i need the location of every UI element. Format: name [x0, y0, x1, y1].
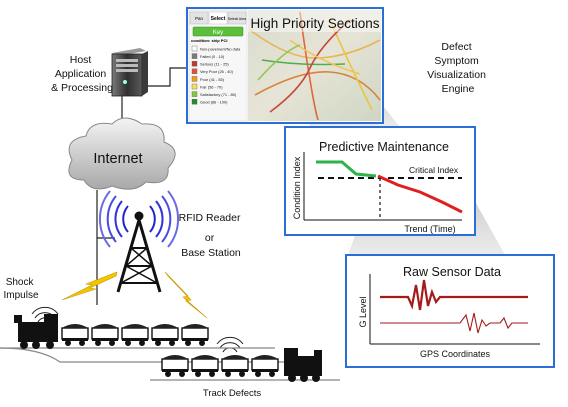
lower-train [150, 348, 340, 382]
upper-train [0, 314, 300, 363]
rfid-label: RFID Reader or Base Station [179, 212, 244, 259]
rfid-tower [116, 211, 162, 293]
key-button-label: Key [213, 30, 223, 36]
shock-label: Shock Impulse [3, 277, 38, 301]
condition-trend-good [316, 160, 377, 178]
locomotive-upper [14, 314, 58, 349]
map-roads [249, 11, 381, 121]
legend-swatch [191, 61, 198, 67]
tab-select-area[interactable] [227, 11, 247, 25]
legend-swatch [191, 83, 198, 90]
legend-item-label: Very Poor (26 - 40) [200, 69, 234, 74]
legend-item-label: Failed (0 - 10) [200, 54, 225, 59]
legend-heading: condition: ship PCI [191, 38, 227, 43]
legend-item-label: Poor (41 - 55) [200, 77, 225, 82]
legend-item-label: Good (86 - 100) [200, 100, 228, 105]
legend-swatch [191, 45, 198, 52]
map-panel-title: High Priority Sections [250, 16, 379, 31]
raw-sensor-panel: Raw Sensor Data G Level GPS Coordinates [345, 254, 555, 368]
legend-item-label: Satisfactory (71 - 85) [200, 92, 237, 97]
legend-item-label: Non-pavement/No data [200, 46, 241, 51]
raw-signal-lower [380, 312, 528, 334]
legend-swatch [191, 68, 198, 75]
host-server [111, 48, 148, 97]
predictive-xlabel: Trend (Time) [404, 224, 455, 234]
legend-swatch [191, 53, 198, 59]
internet-cloud [68, 117, 176, 190]
critical-index-label: Critical Index [409, 165, 459, 175]
condition-trend-predicted [377, 174, 463, 214]
raw-xlabel: GPS Coordinates [420, 349, 491, 359]
raw-title: Raw Sensor Data [403, 265, 501, 279]
engine-label: Defect Symptom Visualization Engine [427, 41, 489, 95]
raw-ylabel: G Level [358, 296, 368, 327]
legend-swatch [191, 76, 198, 82]
locomotive-lower [284, 348, 322, 382]
predictive-ylabel: Condition Index [292, 156, 302, 219]
raw-signal-upper [380, 279, 528, 311]
legend-swatch [191, 91, 198, 97]
predictive-panel: Predictive Maintenance Condition Index T… [284, 126, 476, 236]
tab-select[interactable] [208, 11, 228, 25]
legend-swatch [191, 98, 198, 105]
lightning-bolts [61, 271, 208, 319]
key-button[interactable] [192, 26, 244, 37]
tab-select-label: Select [211, 16, 226, 22]
legend-item-label: Fair (56 - 70) [200, 84, 223, 89]
internet-label: Internet [93, 151, 142, 167]
tab-pan[interactable] [189, 11, 209, 25]
predictive-title: Predictive Maintenance [319, 140, 449, 154]
host-label: Host Application & Processing [51, 54, 113, 94]
rfid-signal-waves [99, 190, 179, 248]
legend-item-label: Serious (11 - 25) [200, 62, 229, 67]
map-panel: Pan Select Selecti Area Key condition: s… [186, 7, 384, 124]
tab-select-area-label: Selecti Area [228, 17, 246, 21]
track-defects-label: Track Defects [203, 388, 261, 399]
sensor-waves-lower [216, 336, 244, 353]
tab-pan-label: Pan [195, 16, 204, 21]
